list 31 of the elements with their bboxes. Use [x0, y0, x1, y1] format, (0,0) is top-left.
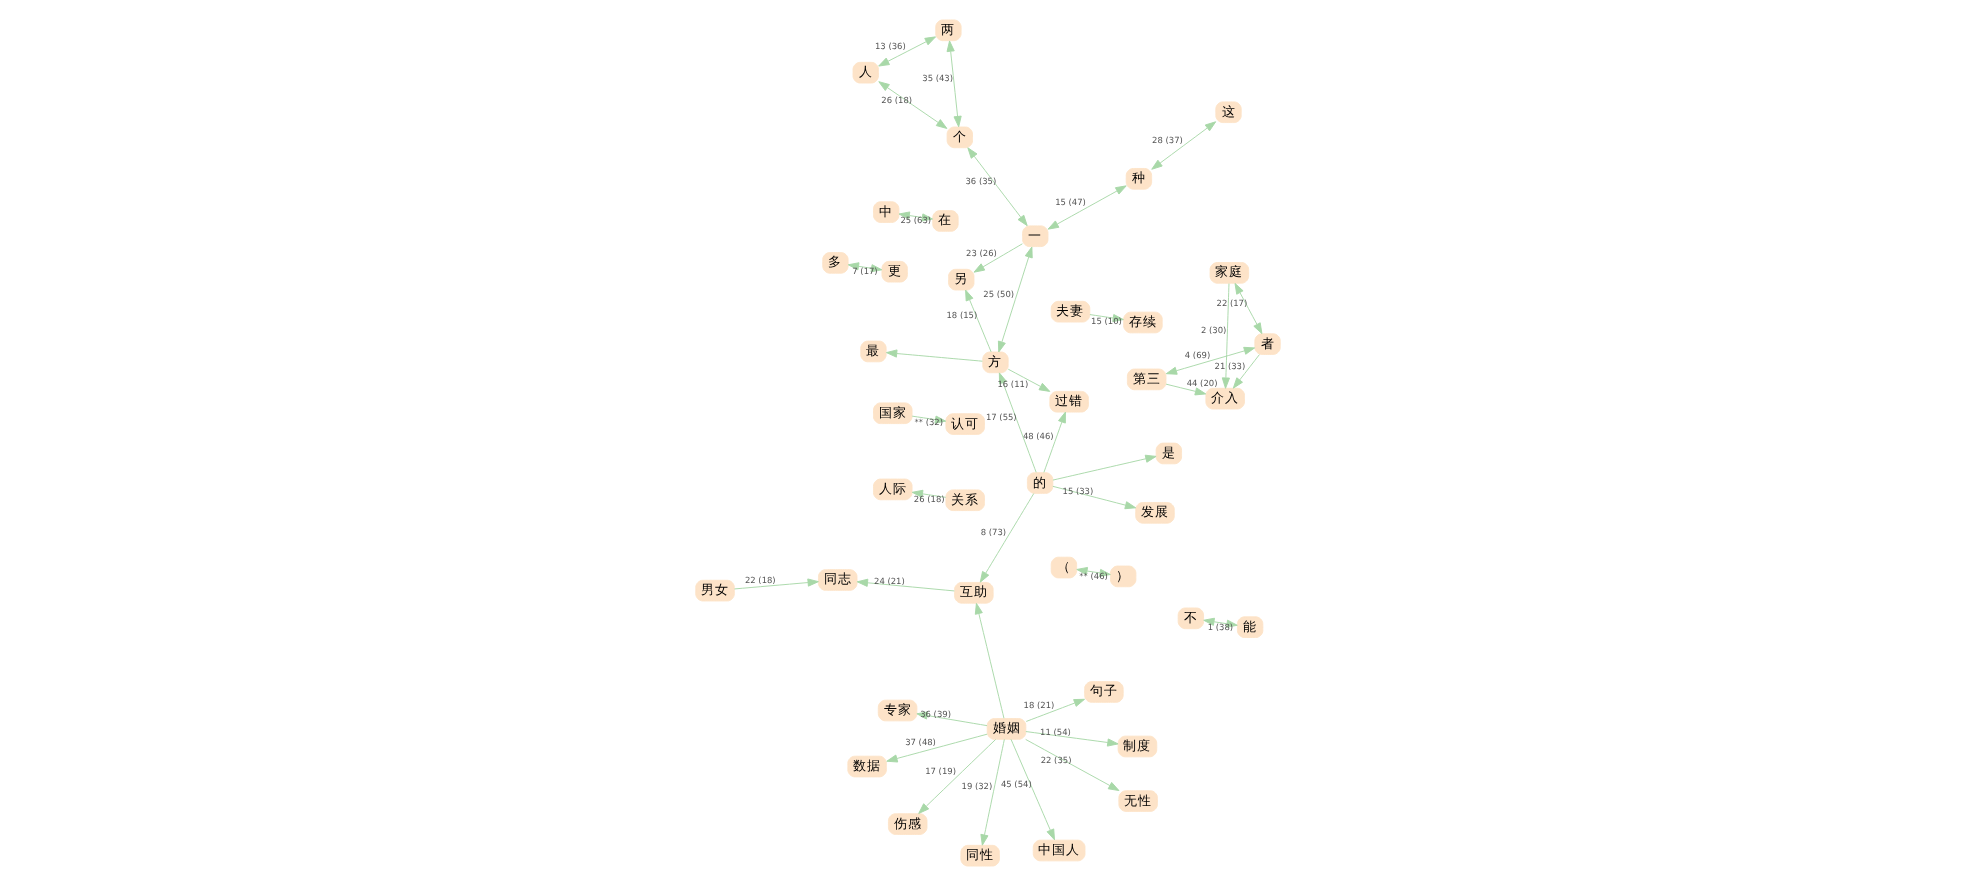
arrow: [885, 349, 983, 362]
arrow: [946, 40, 962, 128]
arrow: [1221, 283, 1230, 389]
arrow: [965, 289, 992, 353]
arrow: [878, 36, 937, 67]
arrow: [1234, 282, 1263, 335]
arrow: [997, 246, 1033, 353]
arrow: [918, 739, 997, 814]
arrow: [1052, 454, 1157, 481]
arrow: [734, 578, 819, 590]
arrow: [911, 489, 947, 498]
arrow: [979, 493, 1035, 583]
arrow: [1047, 185, 1127, 230]
arrow: [1043, 411, 1066, 473]
arrow: [974, 602, 1005, 719]
arrow: [886, 733, 988, 763]
arrow: [1007, 368, 1051, 392]
arrow: [973, 243, 1023, 273]
arrow: [1025, 731, 1119, 747]
arrow: [1151, 121, 1217, 170]
arrow: [980, 738, 1005, 846]
arrow: [967, 147, 1028, 227]
arrow: [1165, 383, 1207, 396]
arrow: [878, 81, 948, 129]
arrow: [856, 578, 955, 592]
arrow: [1010, 738, 1055, 841]
arrow: [1052, 485, 1137, 510]
arrow: [1025, 738, 1120, 792]
arrow: [1165, 346, 1256, 375]
arrow: [1232, 354, 1260, 389]
arrow: [1025, 698, 1086, 722]
